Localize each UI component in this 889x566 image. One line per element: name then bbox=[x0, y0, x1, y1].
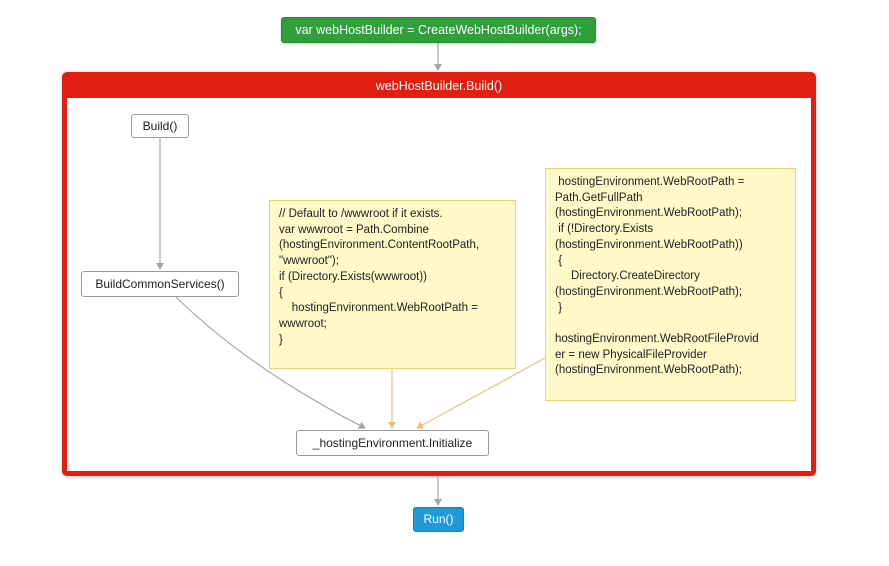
run-node[interactable]: Run() bbox=[413, 507, 464, 532]
build-node[interactable]: Build() bbox=[131, 114, 189, 138]
build-common-services-node[interactable]: BuildCommonServices() bbox=[81, 271, 239, 297]
create-webhostbuilder-node[interactable]: var webHostBuilder = CreateWebHostBuilde… bbox=[281, 17, 596, 43]
hosting-environment-initialize-node[interactable]: _hostingEnvironment.Initialize bbox=[296, 430, 489, 456]
wwwroot-default-note[interactable]: // Default to /wwwroot if it exists. var… bbox=[269, 200, 516, 369]
edge-note2-to-initialize bbox=[416, 357, 546, 429]
group-title: webHostBuilder.Build() bbox=[67, 77, 811, 98]
webroot-provider-note[interactable]: hostingEnvironment.WebRootPath = Path.Ge… bbox=[545, 168, 796, 401]
edge-common-to-initialize bbox=[175, 296, 366, 429]
